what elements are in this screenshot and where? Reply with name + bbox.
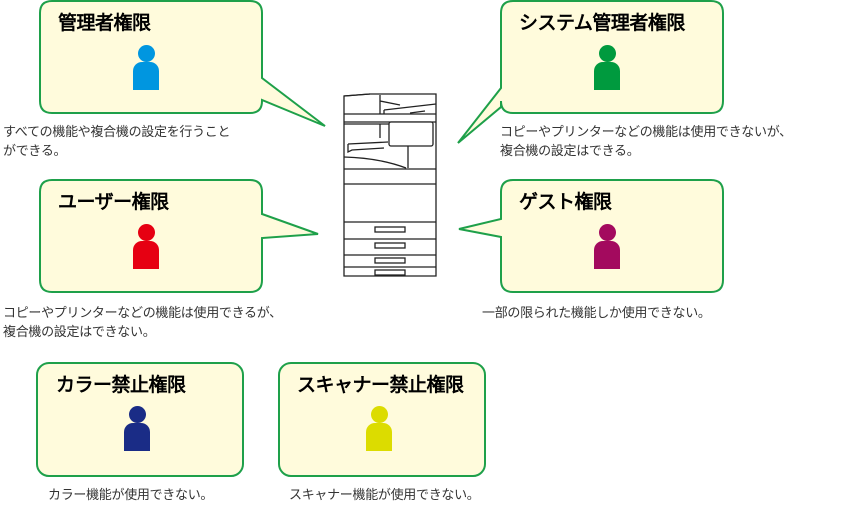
role-title: ゲスト権限 <box>519 191 612 213</box>
person-icon <box>366 406 392 451</box>
person-icon <box>133 45 159 90</box>
role-description: スキャナー機能が使用できない。 <box>289 488 480 503</box>
role-title: システム管理者権限 <box>519 12 685 34</box>
role-description: コピーやプリンターなどの機能は使用できないが、 複合機の設定はできる。 <box>500 125 792 159</box>
role-title: 管理者権限 <box>58 12 151 34</box>
person-icon <box>594 224 620 269</box>
role-description: コピーやプリンターなどの機能は使用できるが、 複合機の設定はできない。 <box>3 306 282 340</box>
role-title: スキャナー禁止権限 <box>297 374 464 396</box>
role-description: すべての機能や複合機の設定を行うこと ができる。 <box>3 125 231 159</box>
multifunction-printer-icon <box>343 93 437 277</box>
role-title: ユーザー権限 <box>58 191 169 213</box>
role-description: 一部の限られた機能しか使用できない。 <box>482 306 711 321</box>
person-icon <box>124 406 150 451</box>
role-title: カラー禁止権限 <box>56 374 186 396</box>
person-icon <box>133 224 159 269</box>
person-icon <box>594 45 620 90</box>
role-description: カラー機能が使用できない。 <box>48 488 214 503</box>
